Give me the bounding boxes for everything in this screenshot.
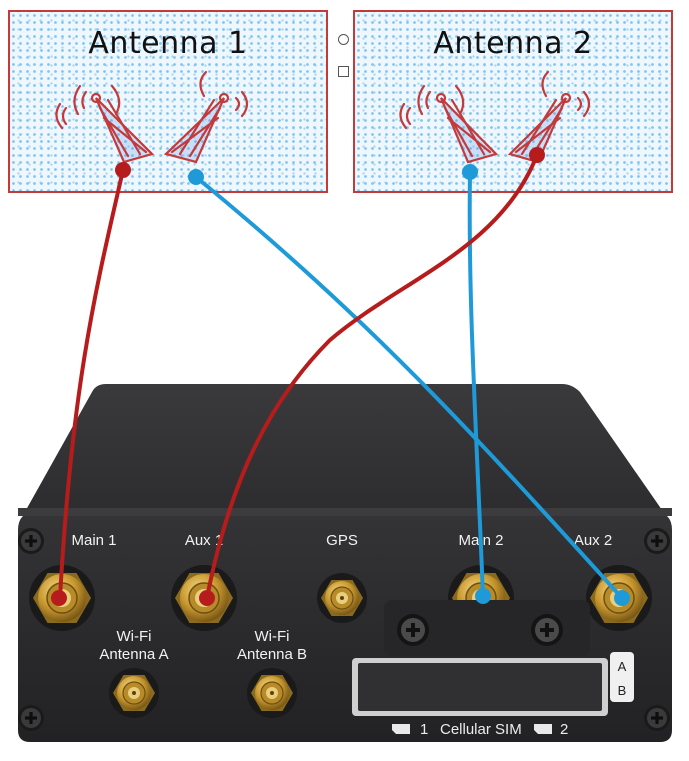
- sim-card-icon: [392, 724, 410, 734]
- aux-1-label: Aux 1: [185, 532, 223, 549]
- wifi-b-label-line2: Antenna B: [237, 646, 307, 663]
- cable-end-dot: [529, 147, 545, 163]
- sim-tray: A B 1 Cellular SIM 2: [352, 600, 634, 738]
- antenna-1-aux-cable: [194, 175, 624, 600]
- sim-slot-1-label: 1: [420, 721, 428, 738]
- wifi-antenna-a-connector[interactable]: [108, 667, 160, 719]
- aux-2-label: Aux 2: [574, 532, 612, 549]
- screw-icon: [18, 705, 44, 731]
- antenna-1-title: Antenna 1: [88, 26, 248, 61]
- cable-end-dot: [475, 588, 491, 604]
- sim-screw-icon: [531, 614, 563, 646]
- router-body: [18, 384, 672, 742]
- cable-end-dot: [614, 590, 630, 606]
- main-1-label: Main 1: [71, 532, 116, 549]
- cellular-sim-label: Cellular SIM: [440, 721, 522, 738]
- screw-icon: [644, 528, 670, 554]
- gps-connector[interactable]: [316, 572, 368, 624]
- cable-end-dot: [199, 590, 215, 606]
- antenna-1-sketch-icon: [55, 70, 249, 164]
- cable-end-dot: [188, 169, 204, 185]
- wifi-antenna-b-connector[interactable]: [246, 667, 298, 719]
- screw-icon: [644, 705, 670, 731]
- wifi-a-label-line2: Antenna A: [99, 646, 168, 663]
- sim-slot-2-label: 2: [560, 721, 568, 738]
- sim-slot-a-label: A: [618, 659, 627, 674]
- antenna-2-sketch-icon: [399, 70, 591, 164]
- antenna-2-aux-cable: [205, 153, 539, 600]
- screw-icon: [18, 528, 44, 554]
- antenna-2-panel: Antenna 2: [353, 10, 673, 193]
- cable-end-dot: [51, 590, 67, 606]
- antenna-1-panel: Antenna 1: [8, 10, 328, 193]
- cable-end-dot: [462, 164, 478, 180]
- gps-label: GPS: [326, 532, 358, 549]
- square-handle-icon[interactable]: [338, 66, 349, 77]
- wifi-a-label-line1: Wi-Fi: [117, 628, 152, 645]
- sim-card-icon: [534, 724, 552, 734]
- circle-handle-icon[interactable]: [338, 34, 349, 45]
- antenna-2-main-cable: [467, 170, 485, 598]
- wifi-b-label-line1: Wi-Fi: [255, 628, 290, 645]
- antenna-2-title: Antenna 2: [433, 26, 593, 61]
- sim-screw-icon: [397, 614, 429, 646]
- cable-end-dot: [115, 162, 131, 178]
- sim-slot-b-label: B: [618, 683, 627, 698]
- antenna-1-main-cable: [58, 168, 125, 600]
